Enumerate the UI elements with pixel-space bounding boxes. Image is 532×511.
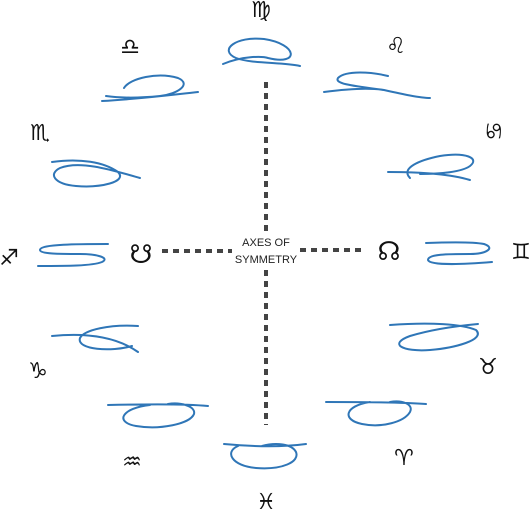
- loop-virgo: [222, 37, 301, 67]
- loop-leo: [323, 71, 431, 99]
- capricorn-icon: ♑: [28, 359, 48, 384]
- loop-pisces: [223, 443, 307, 470]
- loop-aquarius: [107, 402, 209, 429]
- aquarius-icon: ♒: [122, 450, 142, 475]
- virgo-icon: ♍: [251, 0, 271, 23]
- aries-icon: ♈: [394, 446, 414, 471]
- axes-label-line2: SYMMETRY: [235, 254, 298, 266]
- descending-node-icon: ☋: [129, 240, 152, 270]
- gemini-icon: ♊: [511, 240, 531, 265]
- scorpio-icon: ♏: [30, 121, 50, 146]
- loop-taurus: [389, 322, 479, 352]
- loop-scorpio: [51, 159, 141, 188]
- ascending-node-icon: ☊: [377, 237, 400, 267]
- loop-aries: [325, 400, 427, 427]
- taurus-icon: ♉: [478, 355, 498, 380]
- loop-sagittarius: [37, 243, 109, 267]
- loop-cancer: [387, 153, 475, 181]
- cancer-icon: ♋: [480, 121, 505, 141]
- axes-label-line1: AXES OF: [242, 237, 290, 249]
- leo-icon: ♌: [386, 34, 406, 59]
- loop-capricorn: [51, 324, 139, 353]
- loop-libra: [101, 74, 199, 102]
- loop-gemini: [425, 241, 493, 265]
- sagittarius-icon: ♐: [0, 246, 19, 271]
- pisces-icon: ♓: [256, 490, 276, 511]
- libra-icon: ♎: [120, 35, 140, 60]
